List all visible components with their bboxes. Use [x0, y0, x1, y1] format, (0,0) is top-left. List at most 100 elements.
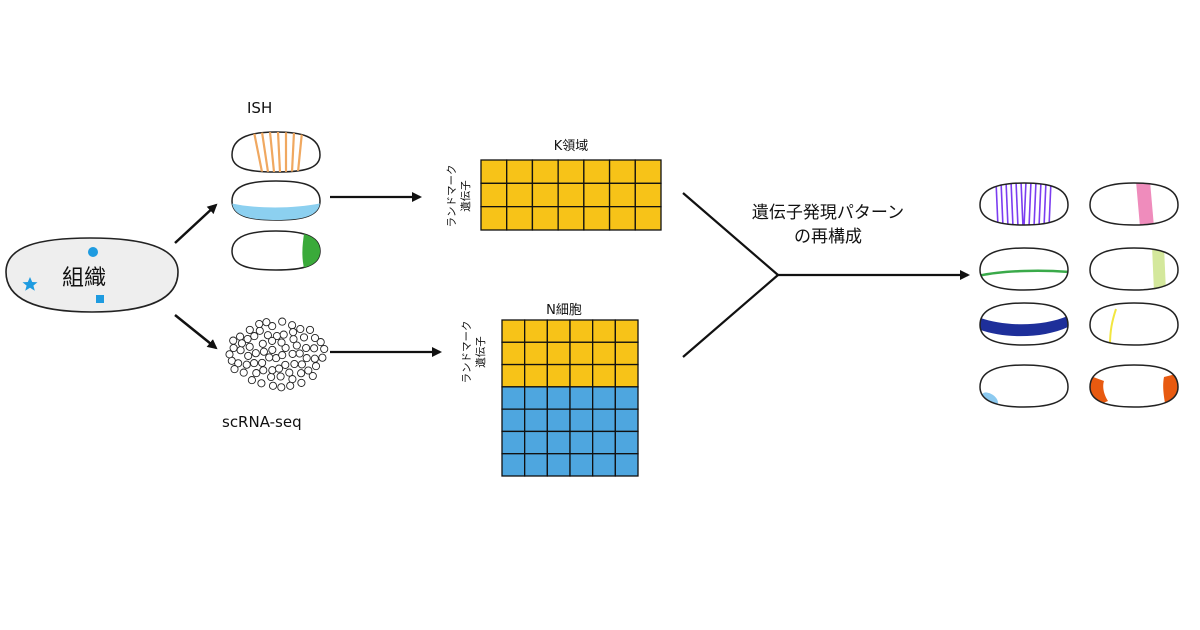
single-cell	[255, 326, 264, 335]
single-cell	[297, 369, 306, 378]
ish-embryo-end	[231, 230, 321, 271]
single-cell	[285, 368, 294, 377]
matrix-n-gene-cell	[614, 386, 639, 410]
scrna-cell-cluster	[225, 317, 329, 392]
single-cell	[308, 371, 317, 381]
matrix-n-landmark-cell	[546, 341, 571, 366]
single-cell	[310, 333, 320, 343]
matrix-n-landmark-cell	[592, 341, 616, 366]
matrix-n-landmark-cell	[501, 363, 526, 388]
matrix-n-gene-cell	[614, 430, 639, 455]
single-cell	[292, 341, 301, 350]
single-cell	[302, 354, 311, 363]
pattern-navy-band	[979, 302, 1069, 346]
matrix-n-gene-cell	[501, 408, 526, 433]
single-cell	[279, 330, 288, 339]
matrix-n-gene-cell	[501, 453, 526, 477]
reconstruction-label-line2: の再構成	[794, 227, 862, 247]
single-cell	[274, 364, 284, 373]
pattern-orange-ends	[1089, 364, 1179, 408]
tissue-label: 組織	[62, 266, 106, 291]
matrix-k-cell	[557, 159, 585, 184]
tissue-embryo: 組織	[5, 237, 179, 313]
arrow-tissue-to-ish	[174, 203, 218, 244]
ish-stripe-group	[252, 132, 304, 172]
single-cell	[225, 350, 234, 359]
matrix-n-landmark-cell	[614, 319, 639, 343]
single-cell	[268, 366, 277, 375]
single-cell	[299, 333, 309, 342]
matrix-k-cell	[608, 206, 636, 231]
ish-embryo-stripes	[231, 131, 321, 173]
matrix-k-title: K領域	[554, 138, 589, 154]
pattern-pink-band	[1089, 182, 1179, 226]
matrix-n-row-label-line2: 遺伝子	[474, 336, 487, 368]
single-cell	[304, 366, 313, 375]
pattern-lime-band	[1089, 247, 1179, 291]
matrix-n-gene-cell	[592, 453, 616, 477]
single-cell	[258, 339, 267, 348]
matrix-k-cell	[583, 206, 611, 231]
matrix-n-landmark-cell	[592, 319, 616, 343]
tissue-dot-mark	[88, 247, 98, 257]
matrix-n-gene-cell	[501, 430, 526, 455]
single-cell	[310, 344, 319, 353]
single-cell	[229, 343, 238, 353]
single-cell	[237, 339, 246, 348]
single-cell	[288, 321, 297, 330]
matrix-k-cell	[480, 159, 508, 184]
single-cell	[257, 379, 266, 388]
matrix-k-cell	[608, 159, 636, 184]
matrix-n-row-label: ランドマーク 遺伝子	[461, 321, 487, 384]
single-cell	[234, 359, 243, 368]
single-cell	[278, 351, 287, 360]
matrix-n-gene-cell	[592, 408, 616, 433]
single-cell	[250, 359, 259, 368]
matrix-n-gene-cell	[546, 430, 571, 455]
single-cell	[286, 381, 295, 390]
matrix-k-cell	[634, 182, 662, 208]
single-cell	[288, 349, 297, 358]
single-cell	[262, 318, 271, 327]
single-cell	[259, 366, 268, 375]
reconstruction-label-line1: 遺伝子発現パターン	[752, 203, 904, 223]
single-cell	[281, 360, 290, 369]
single-cell	[278, 317, 287, 326]
matrix-n-landmark-cell	[501, 319, 526, 343]
matrix-n-landmark-cell	[546, 363, 571, 388]
matrix-n-gene-cell	[569, 453, 594, 477]
single-cell	[265, 353, 274, 362]
single-cell	[230, 365, 239, 374]
matrix-k-row-label: ランドマーク 遺伝子	[446, 165, 472, 228]
single-cell	[290, 359, 299, 369]
single-cell	[244, 351, 253, 360]
matrix-k-cell	[531, 206, 559, 231]
matrix-n-gene-cell	[569, 386, 594, 410]
matrix-n-landmark-cell	[524, 341, 548, 366]
matrix-n-gene-cell	[614, 408, 639, 433]
matrix-n-title: N細胞	[546, 303, 582, 318]
matrix-n-landmark-cell	[569, 319, 594, 343]
single-cell	[305, 325, 315, 334]
pattern-yellow-line	[1089, 302, 1179, 346]
matrix-n-gene-cell	[592, 386, 616, 410]
single-cell	[289, 328, 298, 337]
single-cell	[245, 342, 254, 351]
scrna-label: scRNA-seq	[222, 413, 302, 431]
single-cell	[255, 319, 264, 329]
single-cell	[318, 353, 327, 362]
matrix-n-gene-cell	[524, 453, 548, 477]
single-cell	[267, 372, 276, 382]
single-cell	[277, 338, 286, 347]
single-cell	[259, 347, 268, 356]
single-cell	[320, 344, 329, 354]
single-cell	[243, 334, 252, 344]
single-cell	[268, 336, 277, 345]
matrix-k-row-label-line2: 遺伝子	[459, 180, 472, 212]
matrix-n-gene-cell	[546, 386, 571, 410]
matrix-k-cell	[583, 159, 611, 184]
single-cell	[236, 346, 245, 355]
matrix-n-grid	[501, 319, 639, 477]
pattern-lightblue-spot	[979, 364, 1069, 408]
matrix-n-gene-cell	[569, 408, 594, 433]
